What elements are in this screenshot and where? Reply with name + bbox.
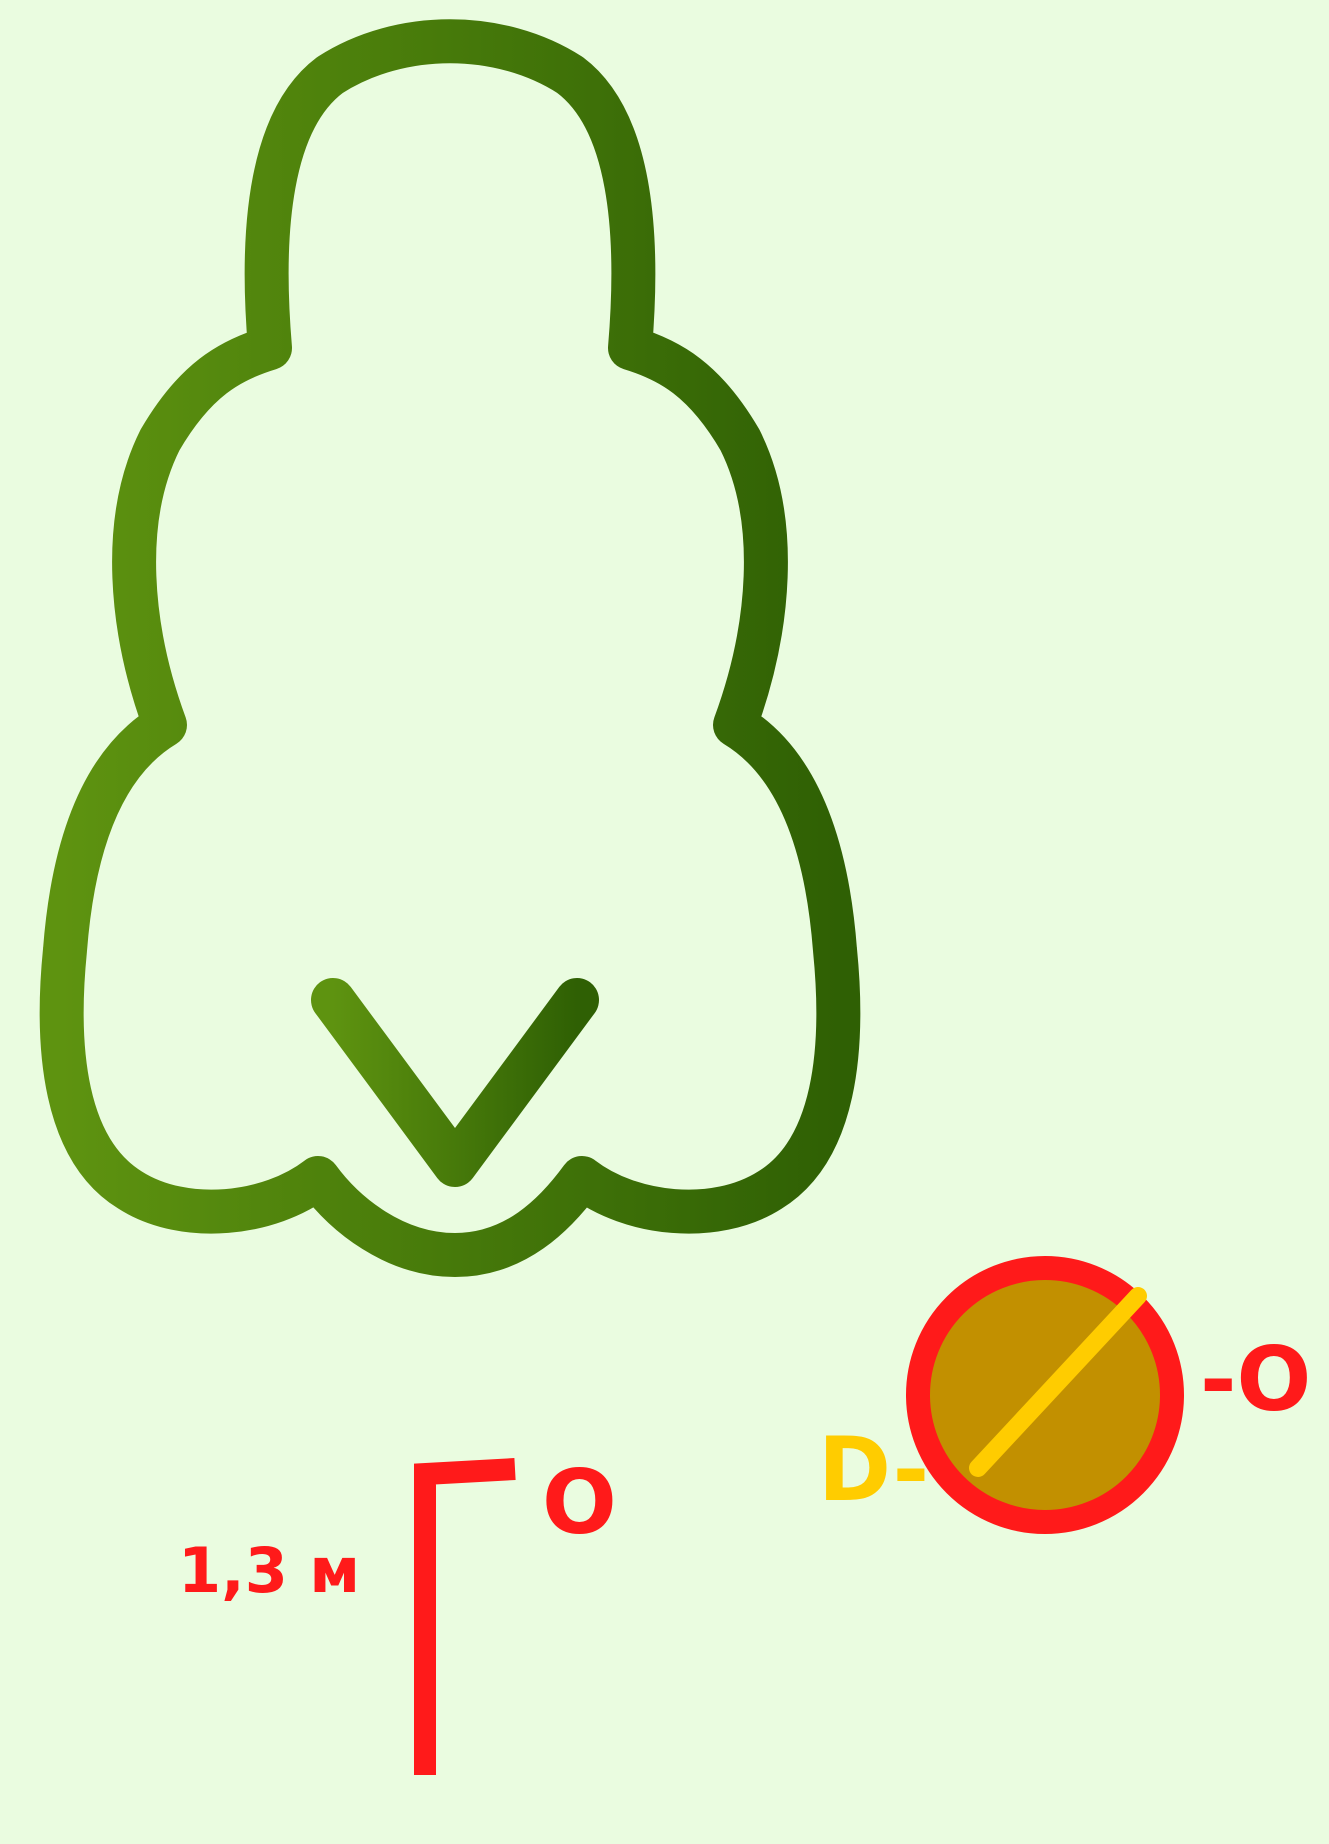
height-label: 1,3 м [178,1534,360,1607]
trunk-cross-section-icon [918,1268,1172,1522]
circumference-label-tree: O [542,1451,617,1554]
circumference-label-cross-section: -O [1200,1328,1311,1431]
diameter-label: D- [818,1418,929,1521]
